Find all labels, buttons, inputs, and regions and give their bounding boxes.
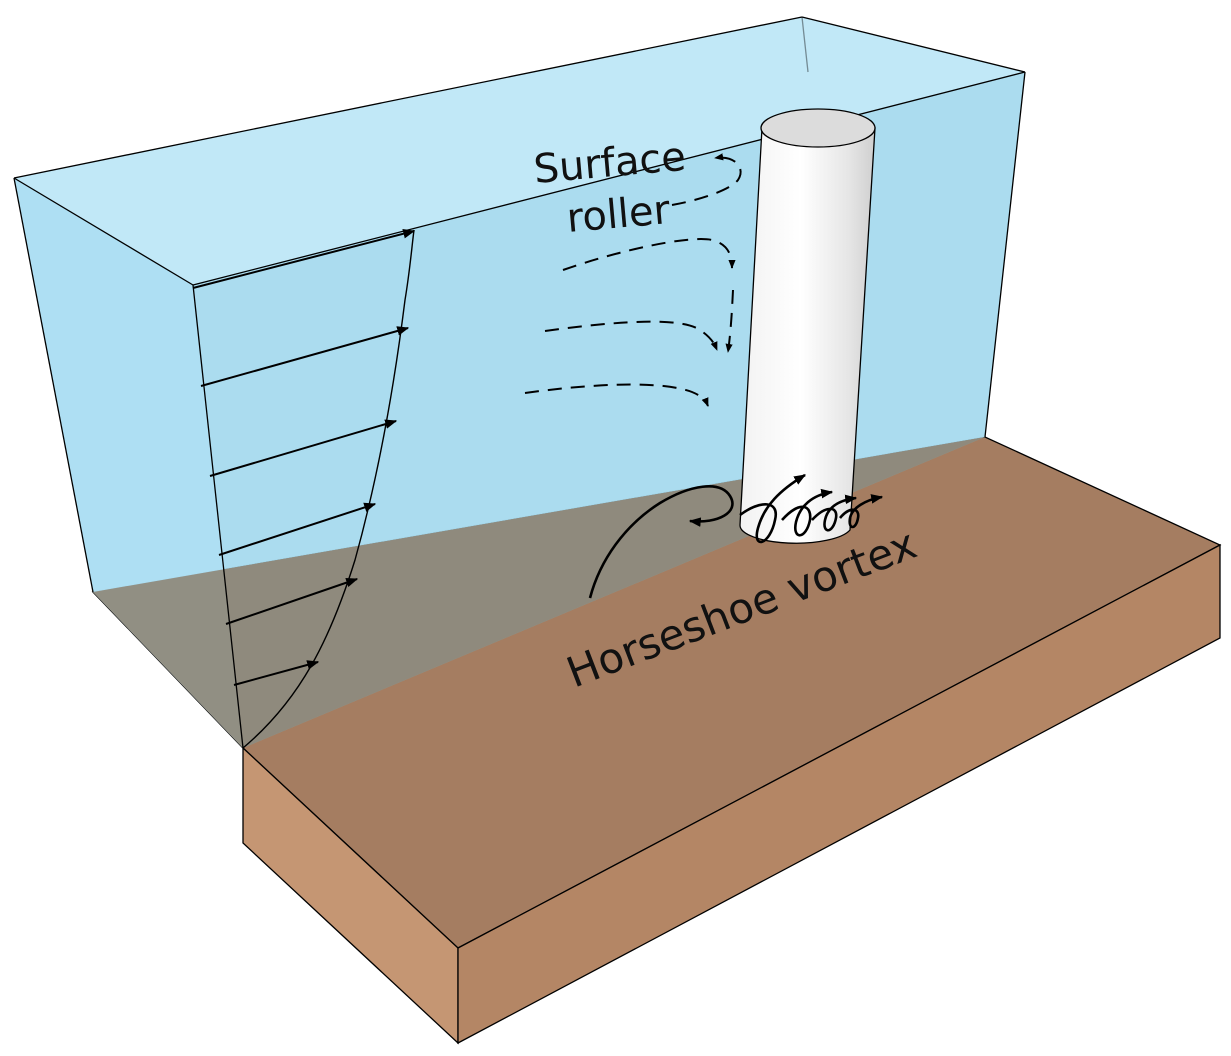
downflow-arrows xyxy=(524,153,742,407)
downflow-arrow xyxy=(725,289,734,353)
velocity-profile xyxy=(192,229,416,749)
water-edges xyxy=(13,16,1026,749)
water-free-surface xyxy=(14,17,1025,285)
horseshoe-vortex xyxy=(588,473,884,599)
downflow-arrow xyxy=(671,153,742,206)
downflow-arrow xyxy=(562,238,736,271)
downflow-arrow xyxy=(524,383,709,407)
bed-side-face xyxy=(457,543,1221,1045)
velocity-arrow xyxy=(225,577,359,625)
vortex-coil xyxy=(839,494,884,529)
label-surface-roller-line2: roller xyxy=(565,187,672,242)
velocity-profile-curve xyxy=(242,229,415,749)
velocity-arrow xyxy=(218,502,377,556)
velocity-arrow xyxy=(233,660,320,686)
vortex-coil xyxy=(781,488,834,537)
downflow-arrow xyxy=(544,320,718,351)
velocity-arrow xyxy=(200,326,410,387)
vortex-coil xyxy=(739,473,807,544)
velocity-arrow xyxy=(192,229,416,289)
velocity-arrow xyxy=(209,419,398,477)
horseshoe-vortex-curve xyxy=(588,485,734,599)
vortex-coil xyxy=(811,494,858,532)
pier-top xyxy=(760,108,876,148)
bridge-pier xyxy=(739,108,876,544)
pier-body xyxy=(739,127,876,544)
